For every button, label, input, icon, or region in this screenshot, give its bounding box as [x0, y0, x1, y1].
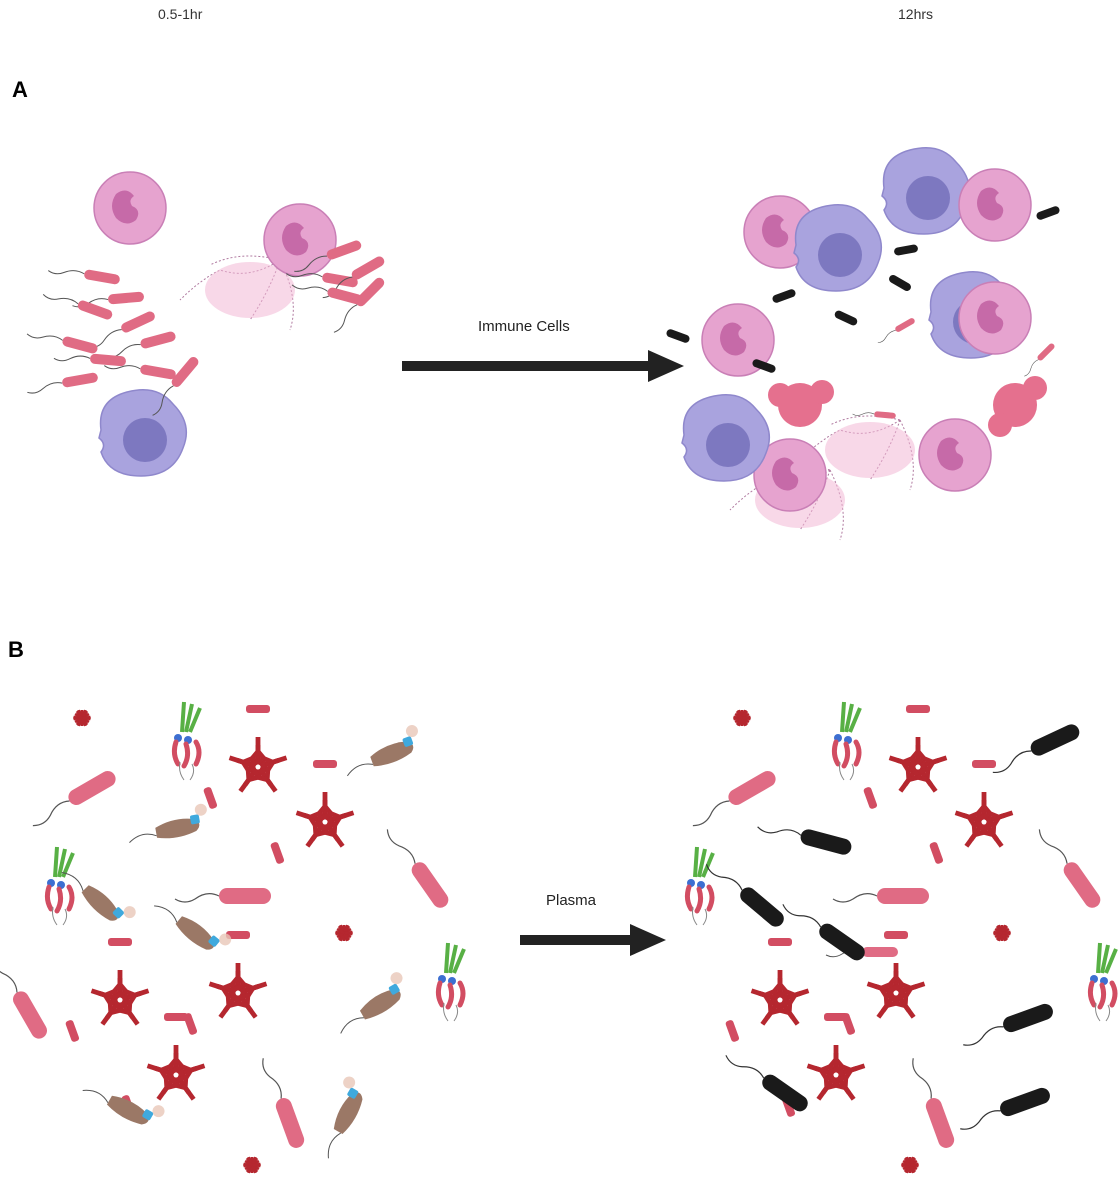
bacterium-icon: [26, 767, 120, 831]
opsonized-bacterium-icon: [124, 802, 212, 847]
plasma-label: Plasma: [546, 892, 597, 909]
opsonized-bacterium-icon: [80, 1067, 168, 1135]
bacterium-icon: [257, 1053, 308, 1151]
neutrophil-icon: [958, 281, 1032, 355]
panel-b-letter: B: [8, 637, 24, 662]
bacterium-icon: [0, 949, 51, 1043]
igm-pentamer-icon: [929, 760, 1015, 865]
bacterium-icon: [907, 1053, 958, 1151]
bacterium-icon: [174, 887, 272, 905]
igm-pentamer-icon: [863, 705, 949, 810]
dead-bacterium-icon: [987, 721, 1083, 778]
panel-a-right: [665, 146, 1061, 541]
arrow-icon: [402, 350, 684, 382]
bacterium-icon: [832, 887, 930, 905]
panel-a-left: [25, 171, 387, 477]
bacterium-icon: [382, 822, 453, 912]
bacterium-icon: [25, 371, 100, 395]
igg-hexamer-icon: [73, 710, 92, 727]
complement-complex-icon: [174, 702, 200, 780]
bacterium-icon: [42, 286, 115, 322]
opsonized-bacterium-icon: [327, 969, 414, 1037]
dead-bacterium-icon: [722, 1045, 812, 1116]
igg-hexamer-icon: [993, 925, 1012, 942]
bacterium-icon: [104, 330, 178, 360]
igg-hexamer-icon: [243, 1157, 262, 1174]
complement-complex-icon: [438, 943, 464, 1021]
complement-complex-icon: [687, 847, 713, 925]
neutrophil-icon: [958, 168, 1032, 242]
bacterium-icon: [26, 325, 100, 355]
arrow-icon: [520, 924, 666, 956]
complement-complex-icon: [834, 702, 860, 780]
dead-bacterium-icon: [958, 1000, 1056, 1051]
panel-b-left: [0, 702, 464, 1173]
macrophage-icon: [681, 393, 771, 482]
igg-hexamer-icon: [901, 1157, 920, 1174]
dead-bacterium-icon: [779, 894, 869, 965]
panel-a-letter: A: [12, 77, 28, 102]
bacterium-icon: [852, 408, 897, 420]
dead-bacterium-icon: [887, 273, 913, 293]
macrophage-icon: [793, 203, 883, 292]
dead-bacterium-icon: [665, 328, 691, 344]
complement-complex-icon: [47, 847, 73, 925]
neutrophil-icon: [93, 171, 167, 245]
apoptotic-cell-icon: [768, 376, 1047, 437]
macrophage-icon: [881, 146, 971, 235]
bacterium-icon: [1020, 341, 1057, 378]
neutrophil-icon: [918, 418, 992, 492]
dead-bacterium-icon: [833, 309, 859, 327]
bacterium-icon: [1034, 822, 1105, 912]
dead-bacterium-icon: [702, 855, 788, 931]
panel-b-right: [687, 702, 1116, 1173]
bacterium-icon: [875, 316, 917, 345]
bacterium-icon: [686, 767, 780, 831]
dead-bacterium-icon: [955, 1084, 1053, 1135]
igm-pentamer-icon: [203, 705, 289, 810]
time-label-start: 0.5-1hr: [158, 6, 203, 22]
macrophage-icon: [98, 388, 188, 477]
immune-cells-label: Immune Cells: [478, 318, 570, 335]
igg-hexamer-icon: [733, 710, 752, 727]
time-label-end: 12hrs: [898, 6, 934, 22]
dead-bacterium-icon: [771, 288, 797, 304]
igm-pentamer-icon: [270, 760, 356, 865]
opsonized-bacterium-icon: [305, 1073, 373, 1161]
igg-hexamer-icon: [335, 925, 354, 942]
complement-complex-icon: [1090, 943, 1116, 1021]
igm-pentamer-icon: [65, 938, 151, 1043]
bacterium-icon: [47, 262, 122, 286]
neutrophil-icon: [263, 203, 337, 277]
igm-pentamer-icon: [183, 931, 269, 1036]
dead-bacterium-icon: [893, 243, 919, 257]
dead-bacterium-icon: [755, 815, 854, 858]
opsonized-bacterium-icon: [337, 722, 426, 780]
igm-pentamer-icon: [725, 938, 811, 1043]
dead-bacterium-icon: [1035, 205, 1061, 221]
